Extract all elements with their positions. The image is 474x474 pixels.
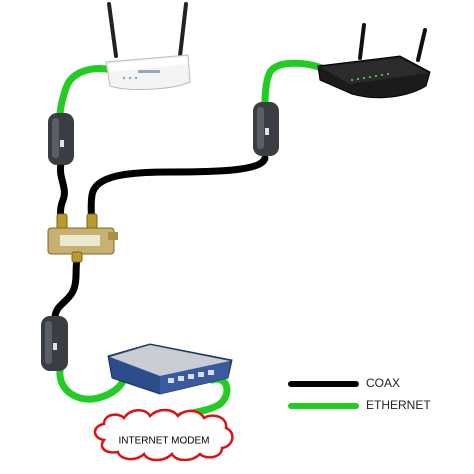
black-router — [317, 23, 431, 99]
router-antenna-right — [178, 2, 188, 58]
ethernet-black-router-to-adapter2 — [261, 59, 326, 108]
switch-front-face — [160, 361, 230, 394]
moca-adapter-label — [265, 128, 269, 135]
router-logo — [138, 70, 160, 73]
network-switch — [107, 343, 233, 395]
moca-adapter-label — [53, 343, 57, 350]
router-antenna-left — [358, 23, 366, 60]
white-router — [105, 2, 191, 90]
moca-adapter-highlight — [257, 107, 264, 149]
ethernet-cables — [56, 59, 326, 428]
modem-cloud-label: INTERNET MODEM — [119, 436, 210, 447]
switch-ports — [168, 370, 214, 383]
router-led — [128, 76, 132, 80]
router-top-highlight — [108, 57, 188, 72]
legend: COAX ETHERNET — [288, 376, 431, 412]
switch-top-face — [110, 345, 230, 376]
coax-splitter-to-adapter3 — [51, 254, 81, 322]
coax-splitter — [47, 213, 118, 263]
splitter-label — [60, 235, 100, 246]
moca-adapter-3 — [41, 316, 68, 371]
router-antenna-left — [107, 2, 118, 58]
ethernet-adapter3-to-switch — [56, 366, 127, 403]
legend-coax-label: COAX — [366, 376, 400, 390]
router-top-face — [320, 58, 428, 84]
moca-adapter-1 — [48, 113, 74, 165]
splitter-port-bottom — [71, 251, 83, 263]
router-antenna-right — [416, 28, 427, 62]
ethernet-white-router-to-adapter1 — [56, 65, 116, 120]
router-led — [122, 76, 126, 80]
moca-adapter-icon — [48, 113, 74, 165]
router-led-row — [351, 73, 389, 81]
coax-adapter2-to-splitter — [87, 154, 269, 232]
moca-adapter-2 — [253, 102, 279, 156]
router-led — [134, 76, 138, 80]
moca-adapter-highlight — [52, 118, 59, 158]
splitter-tab — [108, 232, 118, 240]
cloud-shape — [93, 408, 234, 462]
internet-modem-cloud: INTERNET MODEM — [93, 408, 234, 462]
moca-adapter-highlight — [45, 321, 52, 364]
moca-adapter-label — [60, 140, 64, 147]
legend-ethernet-label: ETHERNET — [366, 398, 431, 412]
